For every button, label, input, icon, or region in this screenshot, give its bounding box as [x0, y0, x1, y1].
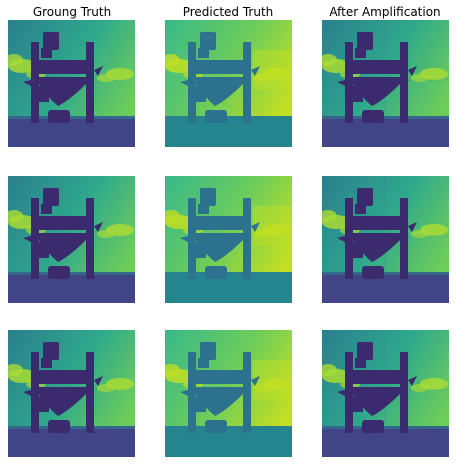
image-panel-amplified-row-3	[322, 330, 449, 457]
image-panel-ground-truth-row-1	[8, 20, 135, 147]
column-title-ground-truth: Groung Truth	[32, 5, 112, 19]
image-panel-ground-truth-row-2	[8, 176, 135, 303]
image-panel-amplified-row-1	[322, 20, 449, 147]
image-panel-predicted-row-2	[165, 176, 292, 303]
column-title-predicted-truth: Predicted Truth	[182, 5, 274, 19]
image-panel-predicted-row-3	[165, 330, 292, 457]
image-panel-amplified-row-2	[322, 176, 449, 303]
image-panel-predicted-row-1	[165, 20, 292, 147]
column-title-after-amplification: After Amplification	[329, 5, 441, 19]
image-panel-ground-truth-row-3	[8, 330, 135, 457]
